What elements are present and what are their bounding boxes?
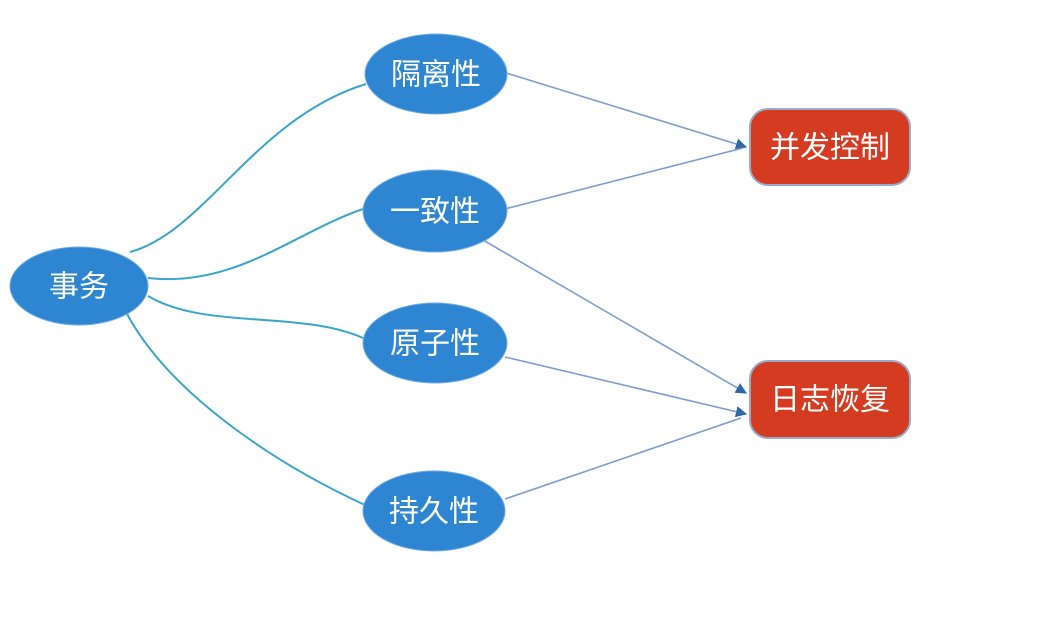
node-concurrency-control: 并发控制 [749,108,911,186]
transaction-label: 事务 [49,271,109,304]
node-isolation: 隔离性 [364,33,508,115]
edge-consistency-concurrency [504,147,744,210]
edge-transaction-durability [125,311,366,506]
node-transaction: 事务 [9,246,149,326]
node-atomicity: 原子性 [362,302,508,384]
edge-durability-logrecovery [504,417,742,500]
edge-transaction-consistency [147,208,364,281]
edge-atomicity-logrecovery [504,356,748,418]
concurrency-control-rect [749,108,911,186]
edge-transaction-atomicity [147,295,364,339]
node-log-recovery: 日志恢复 [749,360,911,439]
isolation-label: 隔离性 [391,59,481,92]
concurrency-control-label: 并发控制 [770,132,890,165]
log-recovery-label: 日志恢复 [770,384,890,417]
node-consistency: 一致性 [362,169,508,253]
transaction-ellipse [9,246,149,326]
edge-consistency-logrecovery [482,239,747,394]
isolation-ellipse [364,33,508,115]
consistency-label: 一致性 [390,196,480,229]
durability-ellipse [362,470,506,552]
edge-transaction-isolation [129,83,367,253]
durability-label: 持久性 [389,496,479,529]
edge-isolation-concurrency [502,71,748,150]
atomicity-ellipse [362,302,508,384]
node-durability: 持久性 [362,470,506,552]
atomicity-label: 原子性 [390,328,480,361]
log-recovery-rect [749,360,911,439]
consistency-ellipse [362,169,508,253]
